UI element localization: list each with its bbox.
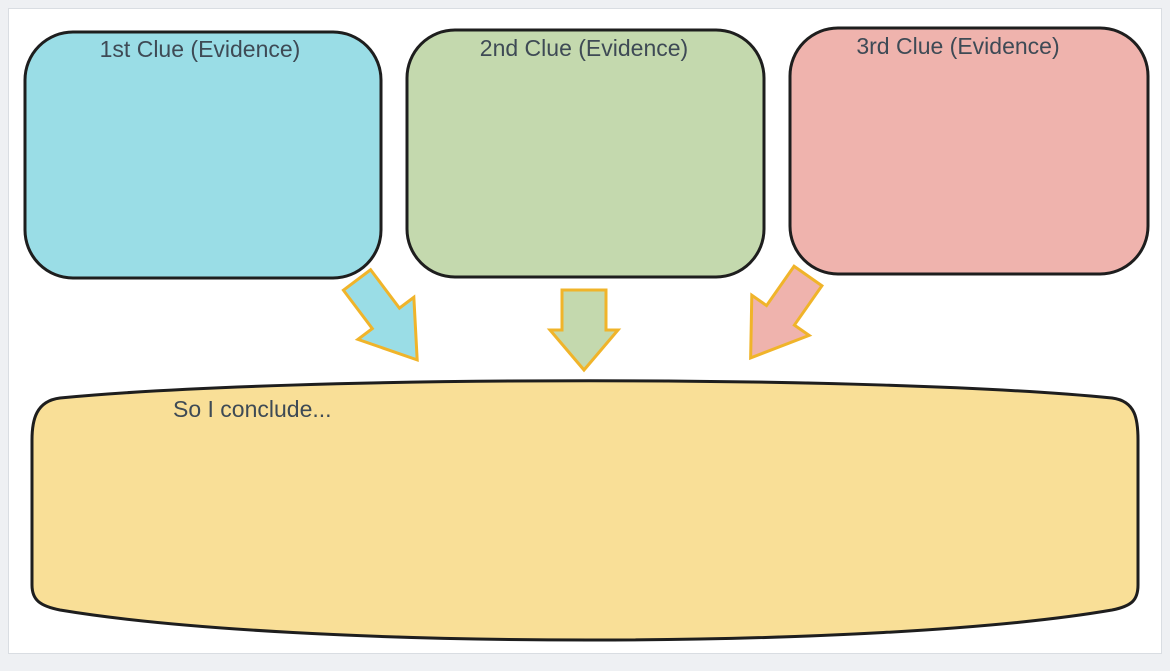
arrow-2 xyxy=(546,288,622,373)
arrow-2-shape xyxy=(546,288,622,373)
clue-box-1: 1st Clue (Evidence) xyxy=(23,30,383,280)
conclusion-box-shape xyxy=(30,379,1140,642)
conclusion-label: So I conclude... xyxy=(173,396,332,422)
clue-box-3-label: 3rd Clue (Evidence) xyxy=(856,33,1059,59)
arrow-3-shape xyxy=(749,264,825,361)
conclusion-box: So I conclude... xyxy=(30,379,1140,642)
arrow-1 xyxy=(341,267,419,363)
clue-box-3-shape xyxy=(788,26,1150,276)
clue-box-2: 2nd Clue (Evidence) xyxy=(405,28,766,279)
clue-box-2-shape xyxy=(405,28,766,279)
clue-box-1-label: 1st Clue (Evidence) xyxy=(100,36,301,62)
arrow-1-shape xyxy=(341,267,419,363)
clue-box-3: 3rd Clue (Evidence) xyxy=(788,26,1150,276)
clue-box-2-label: 2nd Clue (Evidence) xyxy=(480,35,688,61)
arrow-3 xyxy=(749,264,825,361)
clue-box-1-shape xyxy=(23,30,383,280)
